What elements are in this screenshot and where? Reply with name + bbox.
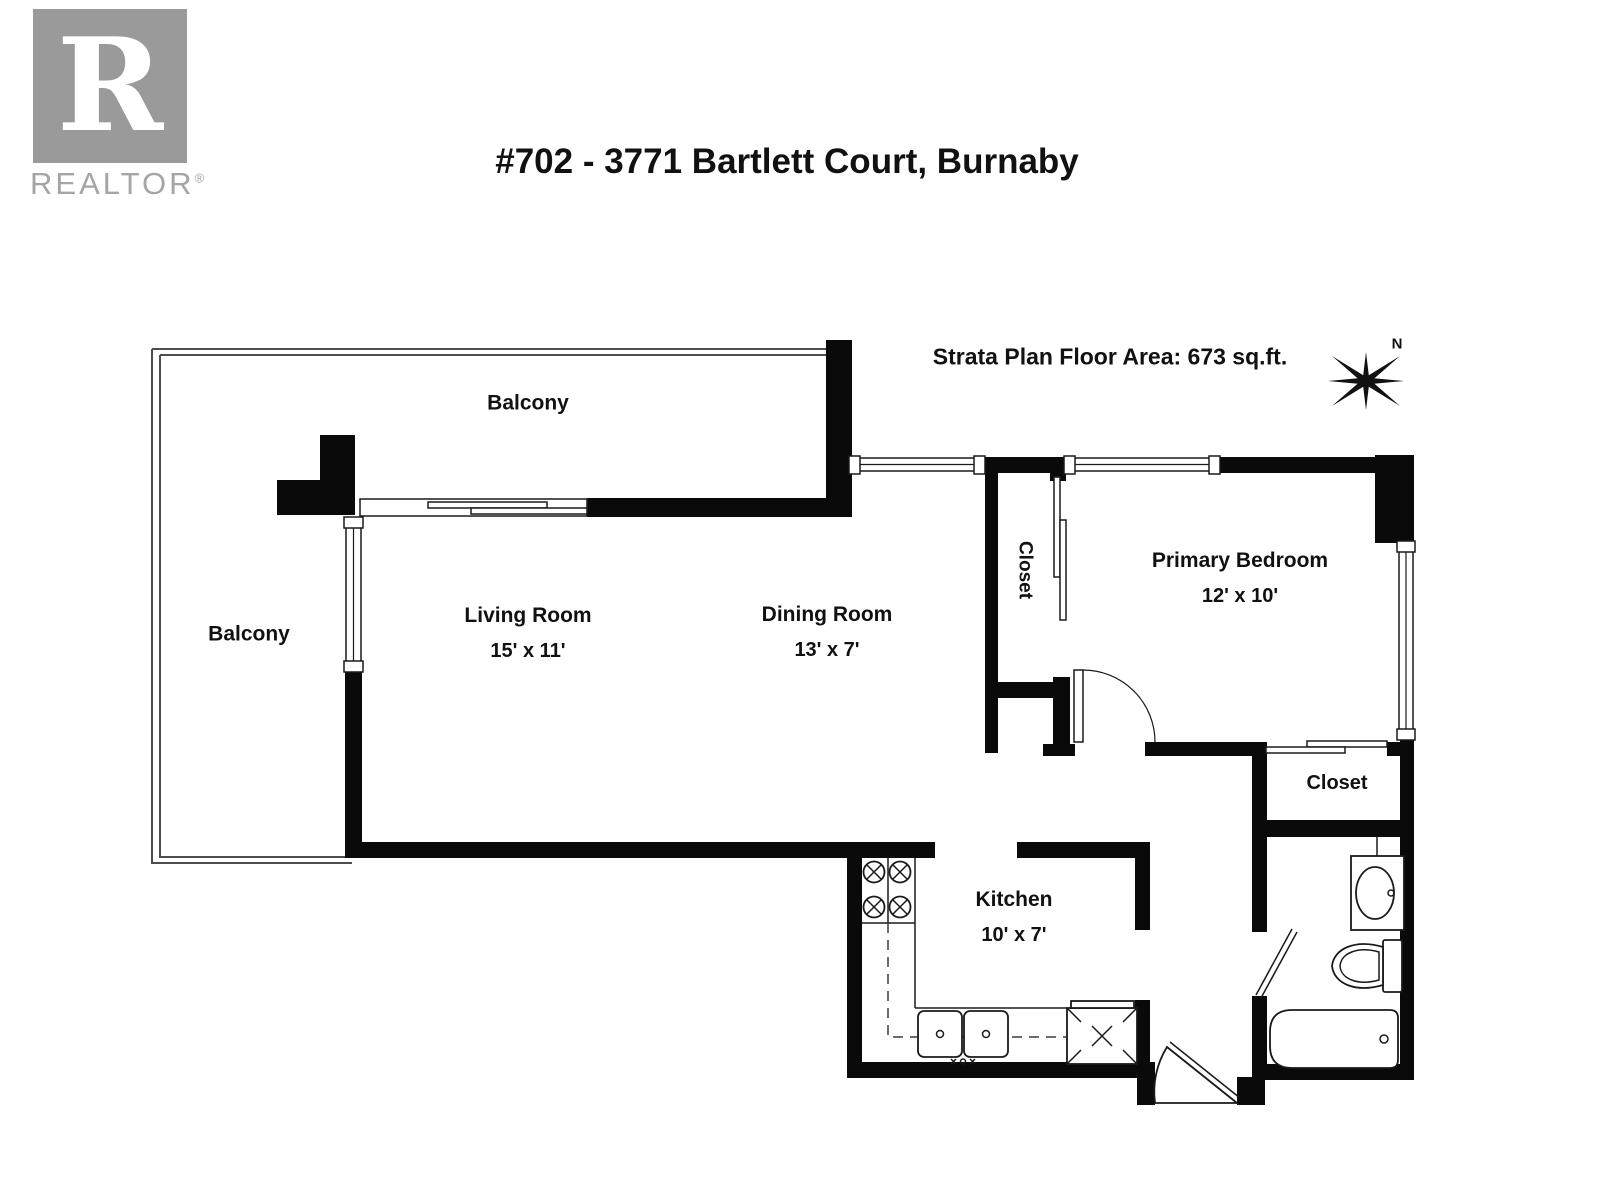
room-label-primary-bedroom: Primary Bedroom 12' x 10' <box>1152 549 1328 607</box>
floor-area-note: Strata Plan Floor Area: 673 sq.ft. <box>932 343 1288 370</box>
living-room-name: Living Room <box>464 603 592 627</box>
room-label-balcony-top: Balcony <box>487 391 569 415</box>
kitchen-counter <box>887 923 1135 1038</box>
room-label-balcony-left: Balcony <box>208 622 290 646</box>
balcony-railing <box>151 348 828 864</box>
dining-room-dims: 13' x 7' <box>794 639 860 662</box>
window-living-west <box>343 516 364 673</box>
kitchen-sink-icon <box>917 1010 1009 1065</box>
page-title: #702 - 3771 Bartlett Court, Burnaby <box>495 142 1079 181</box>
bedroom-door <box>1073 669 1156 743</box>
bathtub-icon <box>1269 1009 1399 1069</box>
living-room-dims: 15' x 11' <box>490 640 566 663</box>
compass-icon <box>1328 352 1404 410</box>
closet-sliding-door <box>1053 476 1067 621</box>
realtor-wordmark-text: REALTOR <box>30 166 195 201</box>
registered-symbol: ® <box>194 170 205 186</box>
kitchen-name: Kitchen <box>975 887 1053 911</box>
walls <box>277 340 1414 1105</box>
room-label-kitchen: Kitchen 10' x 7' <box>975 888 1052 946</box>
compass-north-label: N <box>1391 335 1403 353</box>
bathroom-door <box>1255 928 1298 999</box>
bedroom-closet-sliding-door <box>1265 740 1388 754</box>
stove-icon <box>862 858 916 1008</box>
room-label-closet-lower: Closet <box>1306 772 1368 794</box>
realtor-wordmark: REALTOR® <box>30 166 230 202</box>
toilet-icon <box>1331 939 1403 993</box>
balcony-sliding-door <box>359 498 588 517</box>
room-label-dining-room: Dining Room 13' x 7' <box>762 603 893 661</box>
kitchen-dims: 10' x 7' <box>981 924 1047 947</box>
room-label-closet-top: Closet <box>1014 540 1036 600</box>
room-label-living-room: Living Room 15' x 11' <box>464 604 591 662</box>
entry-door <box>1153 1041 1241 1104</box>
window-bedroom-north <box>1063 455 1221 475</box>
vanity-sink-icon <box>1350 837 1405 931</box>
primary-bedroom-dims: 12' x 10' <box>1201 585 1279 608</box>
primary-bedroom-name: Primary Bedroom <box>1151 548 1329 572</box>
dishwasher-icon <box>1066 1000 1138 1065</box>
window-dining-north <box>848 455 986 475</box>
realtor-logo: R <box>33 9 187 163</box>
dining-room-name: Dining Room <box>761 602 893 626</box>
window-bedroom-east <box>1396 540 1416 741</box>
realtor-logo-letter: R <box>56 11 164 161</box>
